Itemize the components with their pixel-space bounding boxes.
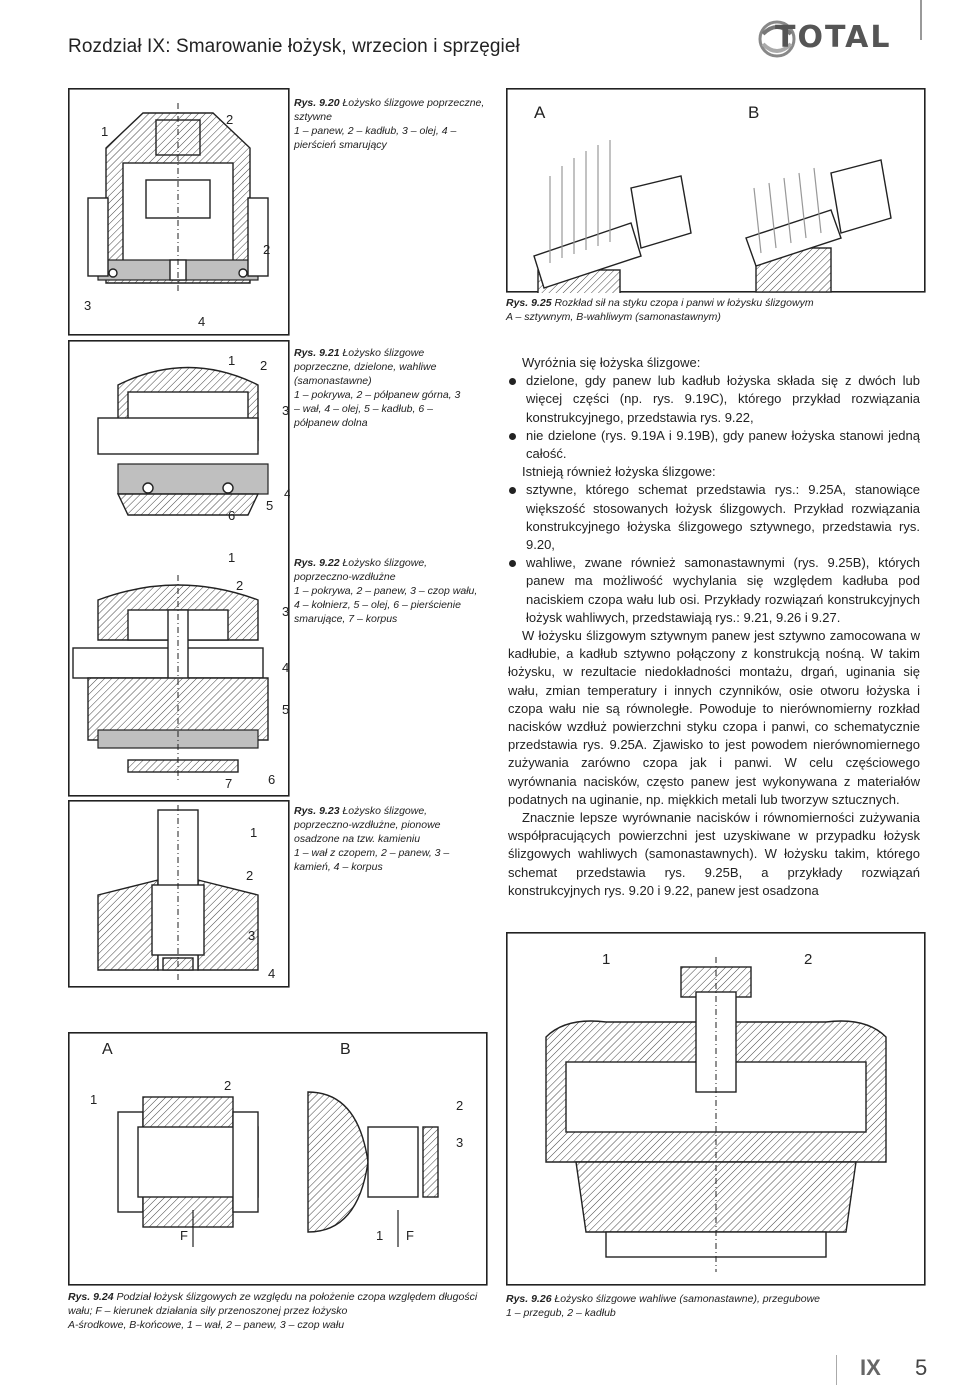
fig924-caption: Rys. 9.24 Podział łożysk ślizgowych ze w… <box>68 1290 488 1332</box>
fig926-label-2: 2 <box>804 951 812 968</box>
fig923-caption-text: Łożysko ślizgowe, poprzeczno-wzdłużne, p… <box>294 805 441 845</box>
list-item: sztywne, którego schemat przedstawia rys… <box>508 481 920 554</box>
fig921-label-6: 6 <box>228 508 235 523</box>
fig920-caption-text: Łożysko ślizgowe poprzeczne, sztywne <box>294 97 485 123</box>
fig921-caption-legend: 1 – pokrywa, 2 – półpanew górna, 3 – wał… <box>294 389 461 429</box>
fig924-label-a: A <box>102 1041 113 1058</box>
fig923-label-2: 2 <box>246 868 253 883</box>
fig926-caption-num: Rys. 9.26 <box>506 1293 552 1305</box>
fig924-caption-text: Podział łożysk ślizgowych ze względu na … <box>68 1291 478 1317</box>
fig922-label-4: 4 <box>282 660 289 675</box>
figure-9-26: 1 2 <box>506 932 926 1286</box>
list-bearing-types-2: sztywne, którego schemat przedstawia rys… <box>508 481 920 627</box>
total-logo-mark <box>758 20 796 58</box>
fig922-caption-text: Łożysko ślizgowe, poprzeczno-wzdłużne <box>294 557 428 583</box>
fig921-label-4: 4 <box>284 486 290 501</box>
figure-9-21-22: 1 2 3 4 5 6 1 2 3 4 5 6 7 <box>68 340 290 797</box>
fig925-caption-legend: A – sztywnym, B-wahliwym (samonastawnym) <box>506 311 721 323</box>
fig923-label-1: 1 <box>250 825 257 840</box>
figure-9-20: 1 2 2 3 4 <box>68 88 290 336</box>
fig926-caption-text: Łożysko ślizgowe wahliwe (samonastawne),… <box>554 1293 821 1305</box>
fig922-label-6: 6 <box>268 772 275 787</box>
fig924-label-1b: 1 <box>376 1228 383 1243</box>
top-rule <box>920 0 922 40</box>
fig923-caption-num: Rys. 9.23 <box>294 805 340 817</box>
figure-9-25: A B <box>506 88 926 293</box>
body-intro: Wyróżnia się łożyska ślizgowe: <box>522 355 701 370</box>
fig926-caption: Rys. 9.26 Łożysko ślizgowe wahliwe (samo… <box>506 1292 926 1320</box>
fig924-caption-num: Rys. 9.24 <box>68 1291 114 1303</box>
fig925-caption: Rys. 9.25 Rozkład sił na styku czopa i p… <box>506 296 926 324</box>
list-item: dzielone, gdy panew lub kadłub łożyska s… <box>508 372 920 427</box>
fig926-label-1: 1 <box>602 951 610 968</box>
fig920-caption: Rys. 9.20 Łożysko ślizgowe poprzeczne, s… <box>294 96 499 152</box>
fig925-caption-text: Rozkład sił na styku czopa i panwi w łoż… <box>554 297 814 309</box>
fig923-label-4: 4 <box>268 966 275 981</box>
fig922-label-5: 5 <box>282 702 289 717</box>
fig920-caption-legend: 1 – panew, 2 – kadłub, 3 – olej, 4 – pie… <box>294 125 457 151</box>
fig922-label-3: 3 <box>282 604 289 619</box>
total-logo <box>758 20 796 58</box>
fig921-label-2: 2 <box>260 358 267 373</box>
page-number: 5 <box>915 1355 928 1380</box>
fig924-label-2a: 2 <box>224 1078 231 1093</box>
fig924-label-b: B <box>340 1041 351 1058</box>
page-header-title: Rozdział IX: Smarowanie łożysk, wrzecion… <box>68 36 520 57</box>
fig922-caption-legend: 1 – pokrywa, 2 – panew, 3 – czop wału, 4… <box>294 585 478 625</box>
fig925-label-a: A <box>534 103 546 122</box>
fig920-label-2a: 2 <box>226 112 233 127</box>
fig921-caption-num: Rys. 9.21 <box>294 347 340 359</box>
fig924-label-fb: F <box>406 1228 414 1243</box>
fig922-label-2: 2 <box>236 578 243 593</box>
body-intro-2: Istnieją również łożyska ślizgowe: <box>522 464 716 480</box>
footer-divider <box>836 1355 837 1385</box>
list-bearing-types-1: dzielone, gdy panew lub kadłub łożyska s… <box>508 372 920 463</box>
fig924-label-2b: 2 <box>456 1098 463 1113</box>
fig920-label-4: 4 <box>198 314 205 329</box>
fig921-label-3: 3 <box>282 403 289 418</box>
body-text: Wyróżnia się łożyska ślizgowe: dzielone,… <box>508 354 920 900</box>
fig922-label-1: 1 <box>228 550 235 565</box>
fig921-caption: Rys. 9.21 Łożysko ślizgowe poprzeczne, d… <box>294 346 469 430</box>
fig922-caption-num: Rys. 9.22 <box>294 557 340 569</box>
fig921-label-5: 5 <box>266 498 273 513</box>
fig920-label-3: 3 <box>84 298 91 313</box>
fig922-caption: Rys. 9.22 Łożysko ślizgowe, poprzeczno-w… <box>294 556 484 626</box>
fig921-caption-text: Łożysko ślizgowe poprzeczne, dzielone, w… <box>294 347 437 387</box>
list-item: nie dzielone (rys. 9.19A i 9.19B), gdy p… <box>508 427 920 463</box>
fig924-caption-legend: A-środkowe, B-końcowe, 1 – wał, 2 – pane… <box>68 1319 345 1331</box>
figure-9-23: 1 2 3 4 <box>68 800 290 988</box>
total-logo-text: TOTAL <box>775 20 892 55</box>
fig925-caption-num: Rys. 9.25 <box>506 297 552 309</box>
fig924-label-1a: 1 <box>90 1092 97 1107</box>
body-paragraph-1: W łożysku ślizgowym sztywnym panew jest … <box>508 628 920 807</box>
fig924-label-fa: F <box>180 1228 188 1243</box>
fig924-label-3: 3 <box>456 1135 463 1150</box>
fig920-label-1: 1 <box>101 124 108 139</box>
fig921-label-1: 1 <box>228 353 235 368</box>
fig920-label-2b: 2 <box>263 242 270 257</box>
body-paragraph-2: Znacznie lepsze wyrównanie nacisków i ró… <box>508 810 920 898</box>
footer-chapter: IX <box>860 1355 881 1380</box>
figure-9-24: A B 1 2 2 3 F 1 F <box>68 1032 488 1286</box>
fig920-caption-num: Rys. 9.20 <box>294 97 340 109</box>
fig925-label-b: B <box>748 103 759 122</box>
fig923-caption: Rys. 9.23 Łożysko ślizgowe, poprzeczno-w… <box>294 804 484 874</box>
fig923-label-3: 3 <box>248 928 255 943</box>
list-item: wahliwe, zwane również samonastawnymi (r… <box>508 554 920 627</box>
fig923-caption-legend: 1 – wał z czopem, 2 – panew, 3 – kamień,… <box>294 847 450 873</box>
fig926-caption-legend: 1 – przegub, 2 – kadłub <box>506 1307 616 1319</box>
fig922-label-7: 7 <box>225 776 232 791</box>
